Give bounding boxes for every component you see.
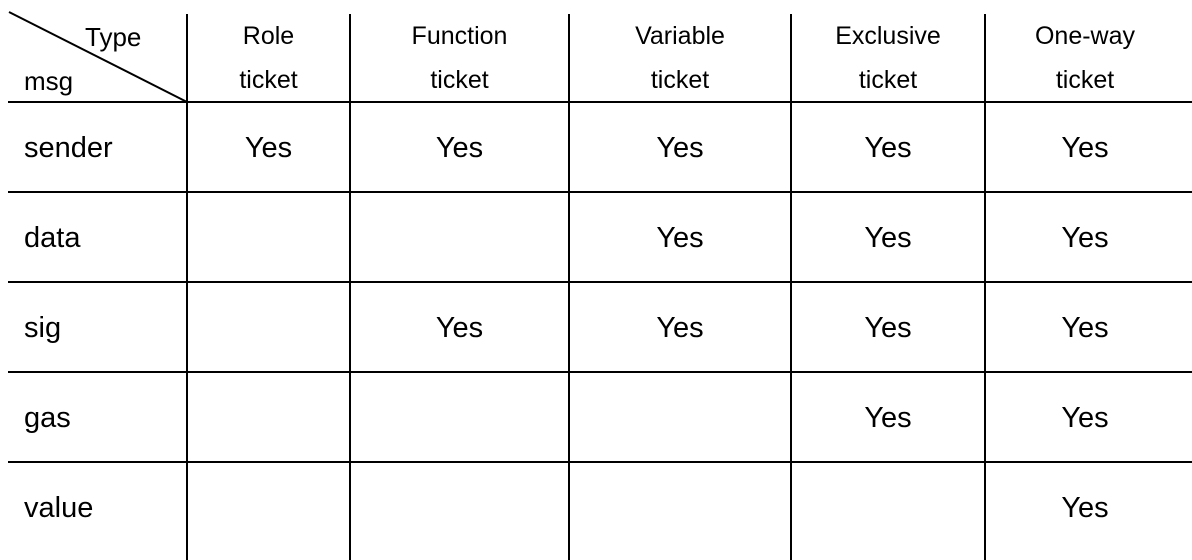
corner-type-label: Type xyxy=(85,22,142,52)
row-label: sender xyxy=(24,132,113,164)
table-cell: Yes xyxy=(1061,402,1109,434)
column-header: Role ticket xyxy=(187,14,350,102)
table-cell: Yes xyxy=(1061,312,1109,344)
table-rule xyxy=(8,191,1192,193)
column-header-line1: Variable xyxy=(635,22,725,50)
table-rule xyxy=(568,14,570,560)
table-rule xyxy=(186,14,188,560)
column-header: Function ticket xyxy=(350,14,569,102)
column-header-line1: Exclusive xyxy=(835,22,941,50)
column-header-line2: ticket xyxy=(858,66,918,94)
table-cell: Yes xyxy=(864,132,912,164)
row-label: data xyxy=(24,222,81,254)
table-rule xyxy=(790,14,792,560)
table-cell: Yes xyxy=(1061,132,1109,164)
row-label: gas xyxy=(24,402,71,434)
column-header-line1: Function xyxy=(411,22,508,50)
table-cell: Yes xyxy=(656,312,704,344)
column-header-line2: ticket xyxy=(1055,66,1115,94)
column-header: Exclusive ticket xyxy=(791,14,985,102)
corner-diagonal xyxy=(8,11,188,103)
table-cell: Yes xyxy=(435,132,484,164)
column-header: One-way ticket xyxy=(985,14,1185,102)
column-header-line1: Role xyxy=(242,22,295,50)
table-cell: Yes xyxy=(864,402,912,434)
table-rule xyxy=(8,461,1192,463)
row-label: sig xyxy=(24,312,62,344)
table-rule xyxy=(984,14,986,560)
table-cell: Yes xyxy=(435,312,484,344)
table-cell: Yes xyxy=(244,132,293,164)
column-header-line2: ticket xyxy=(430,66,489,94)
table-rule xyxy=(8,371,1192,373)
column-header-line1: One-way xyxy=(1034,22,1136,50)
table-cell: Yes xyxy=(864,312,912,344)
column-header-line2: ticket xyxy=(239,66,298,94)
table-rule xyxy=(8,101,1192,103)
table-cell: Yes xyxy=(1061,492,1109,524)
table-cell: Yes xyxy=(1061,222,1109,254)
row-label: value xyxy=(24,492,94,524)
column-header: Variable ticket xyxy=(569,14,791,102)
table-cell: Yes xyxy=(656,132,704,164)
table-rule xyxy=(349,14,351,560)
table-rule xyxy=(8,281,1192,283)
table-cell: Yes xyxy=(656,222,704,254)
table-cell: Yes xyxy=(864,222,912,254)
corner-msg-label: msg xyxy=(24,66,74,96)
column-header-line2: ticket xyxy=(650,66,710,94)
